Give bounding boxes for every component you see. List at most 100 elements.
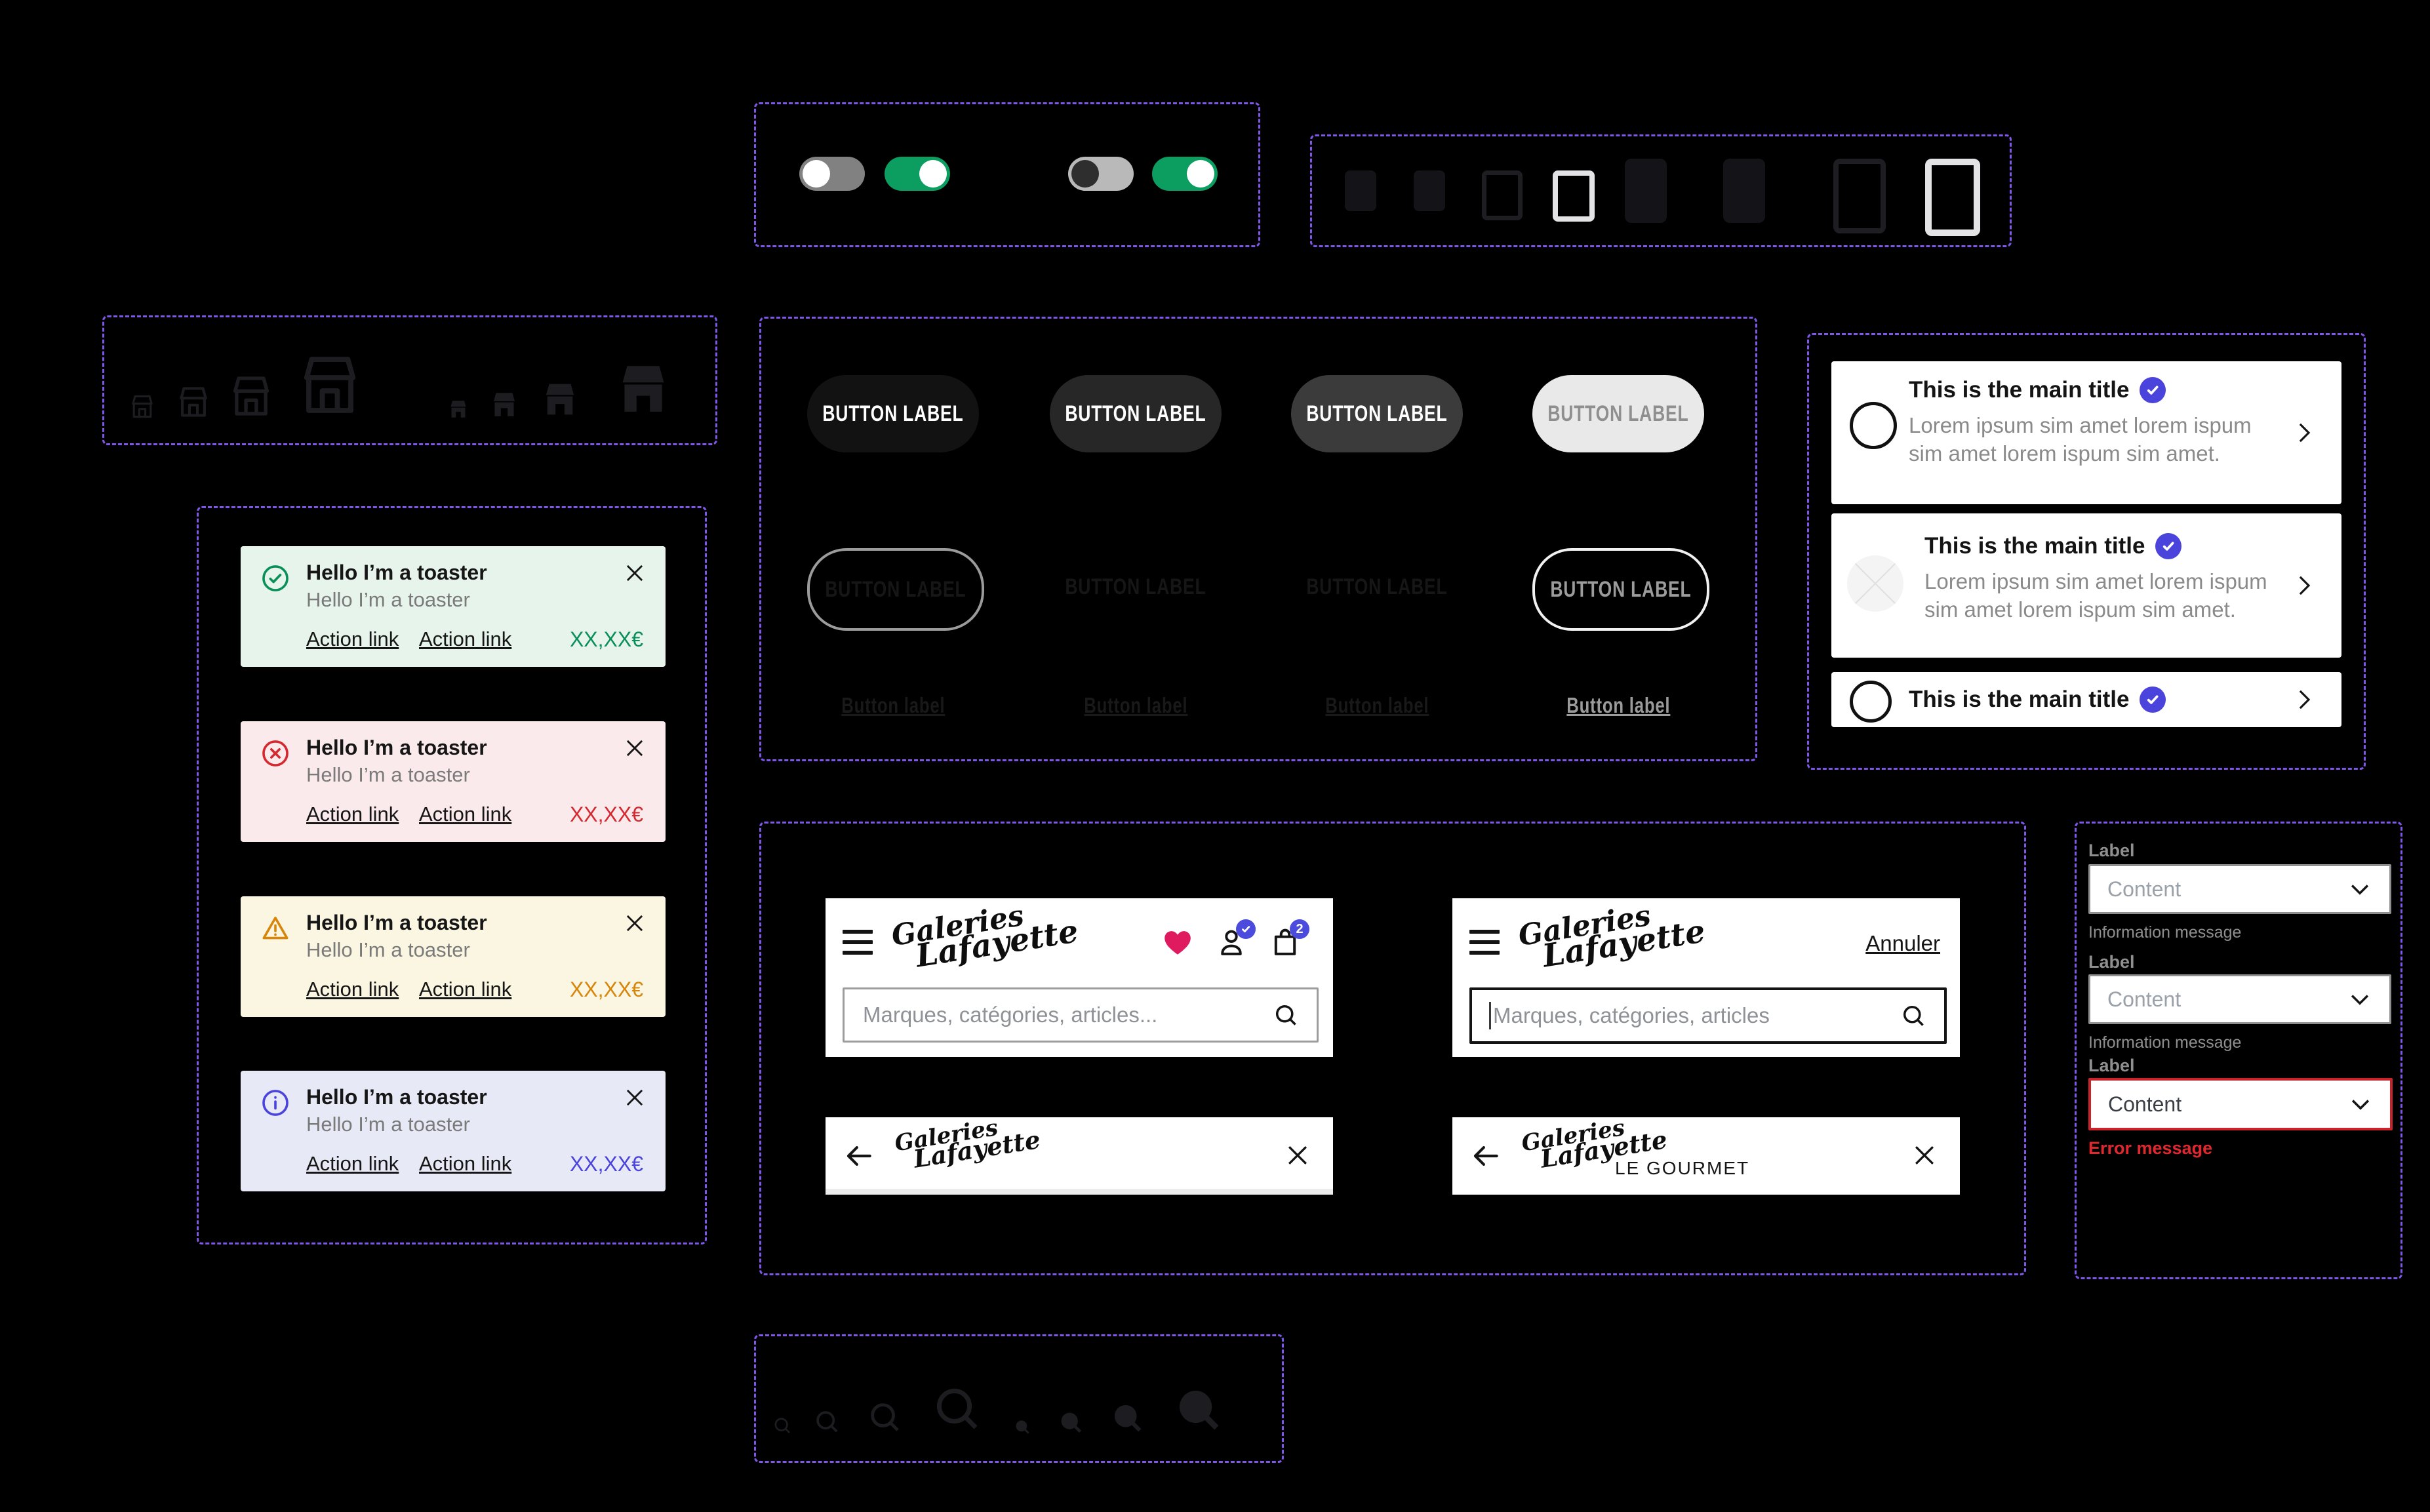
check-circle-icon [260, 563, 290, 593]
store-filled-icon [538, 378, 582, 421]
verified-badge-icon [2155, 533, 2182, 559]
close-icon[interactable] [1910, 1141, 1939, 1170]
checkbox-filled-small[interactable] [1414, 170, 1445, 211]
chevron-right-icon[interactable] [2290, 686, 2318, 713]
button-secondary-pressed[interactable]: BUTTON LABEL [1306, 574, 1448, 599]
store-outline-icon [294, 349, 366, 421]
button-text-disabled[interactable]: Button label [1566, 693, 1671, 717]
toast-title: Hello I’m a toaster [306, 736, 487, 759]
account-icon[interactable] [1215, 919, 1256, 959]
menu-icon[interactable] [843, 930, 873, 955]
chevron-down-icon [2347, 987, 2372, 1012]
toast-title: Hello I’m a toaster [306, 561, 487, 584]
store-filled-icon [447, 397, 470, 421]
close-icon[interactable] [622, 911, 647, 936]
checkbox-outline-dark-large[interactable] [1833, 159, 1886, 233]
toast-price: XX,XX€ [569, 1152, 643, 1176]
list-item-card-with-image[interactable]: This is the main title Lorem ipsum sim a… [1831, 513, 2341, 658]
select-field[interactable]: Content [2088, 974, 2391, 1024]
store-outline-icon [174, 383, 212, 421]
toggle-off[interactable] [799, 157, 865, 191]
toast-action-link[interactable]: Action link [419, 978, 512, 1001]
helper-text: Information message [2088, 923, 2242, 942]
toast-subtitle: Hello I’m a toaster [306, 1113, 470, 1136]
chevron-right-icon[interactable] [2290, 419, 2318, 447]
store-filled-icon [488, 388, 521, 421]
store-outline-icon [128, 392, 157, 421]
button-text[interactable]: Button label [841, 693, 946, 717]
search-outline-icon [866, 1398, 904, 1436]
cart-bag-icon[interactable]: 2 [1269, 919, 1309, 959]
menu-icon[interactable] [1469, 930, 1500, 955]
button-secondary-hover[interactable]: BUTTON LABEL [1065, 574, 1206, 599]
button-hover[interactable]: BUTTON LABEL [1050, 375, 1222, 452]
toast-price: XX,XX€ [569, 803, 643, 826]
field-label: Label [2088, 841, 2135, 860]
list-item-card-compact[interactable]: This is the main title [1831, 672, 2341, 727]
header-search-focused: Galeries Lafayette Annuler Marques, caté… [1452, 898, 1960, 1057]
toast-action-link[interactable]: Action link [306, 1152, 399, 1175]
checkbox-outline-dark-small[interactable] [1482, 170, 1523, 220]
field-label: Label [2088, 1056, 2135, 1075]
checkbox-outline-light-large[interactable] [1925, 159, 1980, 236]
toast-subtitle: Hello I’m a toaster [306, 588, 470, 611]
button-secondary[interactable]: BUTTON LABEL [807, 548, 984, 631]
button-primary[interactable]: BUTTON LABEL [807, 375, 979, 452]
wishlist-heart-icon[interactable] [1161, 926, 1194, 959]
button-disabled[interactable]: BUTTON LABEL [1532, 375, 1704, 452]
radio-circle-icon[interactable] [1850, 681, 1892, 723]
list-item-card[interactable]: This is the main title Lorem ipsum sim a… [1831, 361, 2341, 504]
checkbox-filled-small[interactable] [1345, 170, 1376, 211]
close-icon[interactable] [622, 736, 647, 761]
button-text[interactable]: Button label [1325, 693, 1429, 717]
select-value: Content [2107, 987, 2181, 1011]
button-text[interactable]: Button label [1083, 693, 1188, 717]
x-circle-icon [260, 738, 290, 768]
back-arrow-icon[interactable] [1469, 1140, 1502, 1172]
toast-action-link[interactable]: Action link [419, 803, 512, 826]
search-bar[interactable] [843, 987, 1319, 1043]
galeries-lafayette-logo[interactable]: Galeries Lafayette [892, 1114, 1043, 1174]
checkbox-filled-large[interactable] [1625, 159, 1667, 223]
card-title-row: This is the main title [1909, 377, 2166, 403]
toast-price: XX,XX€ [569, 627, 643, 651]
search-icon[interactable] [1900, 1002, 1927, 1029]
toast-action-link[interactable]: Action link [306, 627, 399, 650]
close-icon[interactable] [622, 1085, 647, 1110]
toggle-on[interactable] [1152, 157, 1218, 191]
toast-action-link[interactable]: Action link [306, 978, 399, 1001]
button-secondary-disabled[interactable]: BUTTON LABEL [1532, 548, 1709, 631]
header-divider [826, 1189, 1333, 1195]
select-field[interactable]: Content [2088, 864, 2391, 914]
search-icon[interactable] [1272, 1001, 1300, 1029]
checkbox-filled-large[interactable] [1723, 159, 1765, 223]
toggles-frame [754, 102, 1260, 247]
radio-circle-icon[interactable] [1850, 402, 1897, 449]
search-bar-focused[interactable]: Marques, catégories, articles [1469, 987, 1947, 1044]
text-cursor [1489, 1002, 1491, 1029]
cart-count-badge: 2 [1290, 919, 1309, 939]
galeries-lafayette-logo[interactable]: Galeries Lafayette [1516, 898, 1708, 975]
chevron-down-icon [2348, 1092, 2373, 1117]
select-field-error[interactable]: Content [2088, 1078, 2393, 1130]
toast-action-link[interactable]: Action link [306, 803, 399, 826]
close-icon[interactable] [622, 561, 647, 586]
galeries-lafayette-logo[interactable]: Galeries Lafayette [889, 898, 1081, 975]
close-icon[interactable] [1283, 1141, 1312, 1170]
checkbox-outline-light-small[interactable] [1553, 170, 1595, 222]
chevron-right-icon[interactable] [2290, 572, 2318, 599]
card-title-row: This is the main title [1909, 686, 2166, 713]
button-pressed[interactable]: BUTTON LABEL [1291, 375, 1463, 452]
back-arrow-icon[interactable] [843, 1140, 875, 1172]
cancel-link[interactable]: Annuler [1865, 931, 1940, 955]
toast-action-link[interactable]: Action link [419, 627, 512, 650]
toggle-knob [1187, 160, 1214, 188]
search-filled-icon [1013, 1418, 1031, 1436]
toggle-off-disabled[interactable] [1068, 157, 1134, 191]
header-default: Galeries Lafayette 2 [826, 898, 1333, 1057]
toggle-on[interactable] [885, 157, 950, 191]
search-input[interactable] [862, 1002, 1272, 1028]
toast-subtitle: Hello I’m a toaster [306, 938, 470, 961]
chevron-down-icon [2347, 877, 2372, 902]
toast-action-link[interactable]: Action link [419, 1152, 512, 1175]
